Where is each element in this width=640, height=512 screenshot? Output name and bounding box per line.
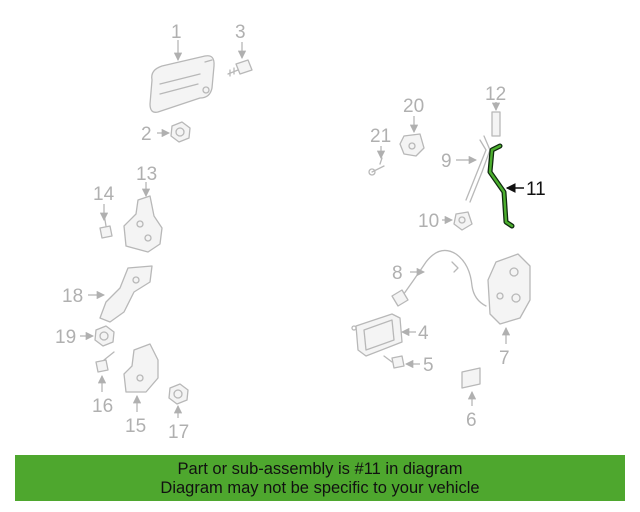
callout-3: 3 <box>235 22 246 43</box>
part-3-screw[interactable] <box>227 59 253 77</box>
part-8-cable[interactable] <box>391 249 487 307</box>
callout-14: 14 <box>93 184 115 205</box>
callout-17: 17 <box>168 422 189 443</box>
part-19-nut[interactable] <box>94 325 115 347</box>
callout-4: 4 <box>418 323 429 344</box>
callout-16: 16 <box>92 396 113 417</box>
part-1-outside-handle[interactable] <box>149 55 215 113</box>
info-banner: Part or sub-assembly is #11 in diagram D… <box>15 455 625 501</box>
callout-9: 9 <box>441 151 452 172</box>
part-20-cover[interactable] <box>399 133 425 157</box>
part-14-bolt[interactable] <box>99 213 113 239</box>
part-6-pad[interactable] <box>461 367 481 389</box>
part-5-screw[interactable] <box>383 355 405 369</box>
callout-5: 5 <box>423 355 434 376</box>
banner-line-1: Part or sub-assembly is #11 in diagram <box>177 460 463 478</box>
part-16-bolt[interactable] <box>95 351 115 373</box>
part-7-latch[interactable] <box>487 253 531 325</box>
banner-line-2: Diagram may not be specific to your vehi… <box>160 479 480 497</box>
callout-8: 8 <box>392 263 403 284</box>
callout-18: 18 <box>62 286 83 307</box>
callout-6: 6 <box>466 410 477 431</box>
part-10-bumper[interactable] <box>453 211 473 231</box>
callout-7: 7 <box>499 348 510 369</box>
callout-2: 2 <box>141 124 152 145</box>
callout-13: 13 <box>136 164 157 185</box>
callout-21: 21 <box>370 126 391 147</box>
part-21-clip[interactable] <box>368 157 385 176</box>
callout-11: 11 <box>526 179 546 200</box>
part-12-clip[interactable] <box>491 111 501 137</box>
part-9-rod[interactable] <box>465 135 491 203</box>
callout-10: 10 <box>418 211 439 232</box>
part-11-rod[interactable] <box>487 143 515 229</box>
part-15-bracket[interactable] <box>123 343 159 393</box>
parts-diagram: 1 3 2 13 14 18 19 15 <box>55 22 546 443</box>
callout-19: 19 <box>55 327 76 348</box>
part-18-bracket[interactable] <box>99 265 153 323</box>
part-4-inside-handle[interactable] <box>351 313 403 357</box>
part-2-nut[interactable] <box>170 121 191 143</box>
callout-12: 12 <box>485 84 506 105</box>
callout-20: 20 <box>403 96 424 117</box>
part-17-nut[interactable] <box>168 383 189 405</box>
part-13-bracket[interactable] <box>123 195 163 253</box>
callout-15: 15 <box>125 416 146 437</box>
callout-1: 1 <box>171 22 182 43</box>
